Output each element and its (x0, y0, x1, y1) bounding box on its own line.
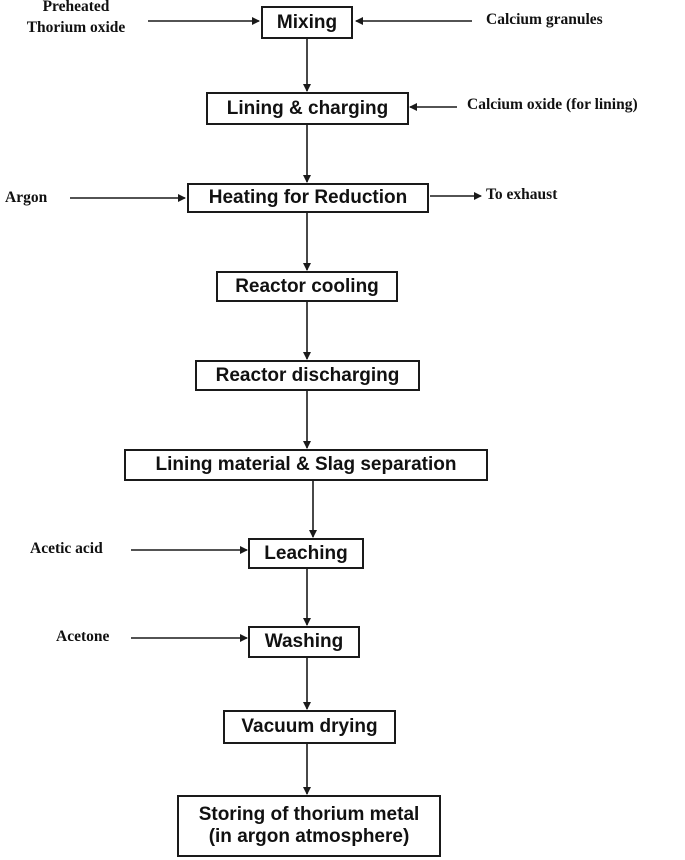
exhaust-label: To exhaust (486, 186, 558, 203)
reactor-discharging-label: Reactor discharging (215, 364, 400, 386)
mixing-label: Mixing (276, 11, 338, 33)
washing-label: Washing (264, 631, 344, 653)
preheated-line1: Preheated (42, 0, 110, 15)
storing-thorium-step: Storing of thorium metal (in argon atmos… (177, 795, 441, 857)
storing-label-line2: (in argon atmosphere) (208, 826, 410, 847)
lining-slag-separation-step: Lining material & Slag separation (124, 449, 488, 481)
preheated-line2: Thorium oxide (26, 18, 126, 36)
lining-slag-separation-label: Lining material & Slag separation (155, 454, 457, 476)
vacuum-drying-step: Vacuum drying (223, 710, 396, 744)
calcium-granules-label: Calcium granules (486, 11, 603, 28)
leaching-step: Leaching (248, 538, 364, 569)
mixing-step: Mixing (261, 6, 353, 39)
lining-charging-step: Lining & charging (206, 92, 409, 125)
vacuum-drying-label: Vacuum drying (241, 716, 378, 738)
storing-label-line1: Storing of thorium metal (198, 804, 420, 826)
acetone-label: Acetone (56, 628, 110, 645)
reactor-cooling-label: Reactor cooling (235, 275, 379, 297)
lining-charging-label: Lining & charging (226, 97, 389, 119)
calcium-oxide-label: Calcium oxide (for lining) (467, 96, 638, 113)
leaching-label: Leaching (264, 542, 348, 564)
acetic-acid-label: Acetic acid (30, 540, 103, 557)
preheated-thorium-oxide-label: Preheated Thorium oxide (4, 0, 148, 39)
heating-reduction-label: Heating for Reduction (208, 187, 408, 209)
heating-reduction-step: Heating for Reduction (187, 183, 429, 213)
reactor-cooling-step: Reactor cooling (216, 271, 398, 302)
reactor-discharging-step: Reactor discharging (195, 360, 420, 391)
washing-step: Washing (248, 626, 360, 658)
argon-label: Argon (5, 189, 48, 206)
